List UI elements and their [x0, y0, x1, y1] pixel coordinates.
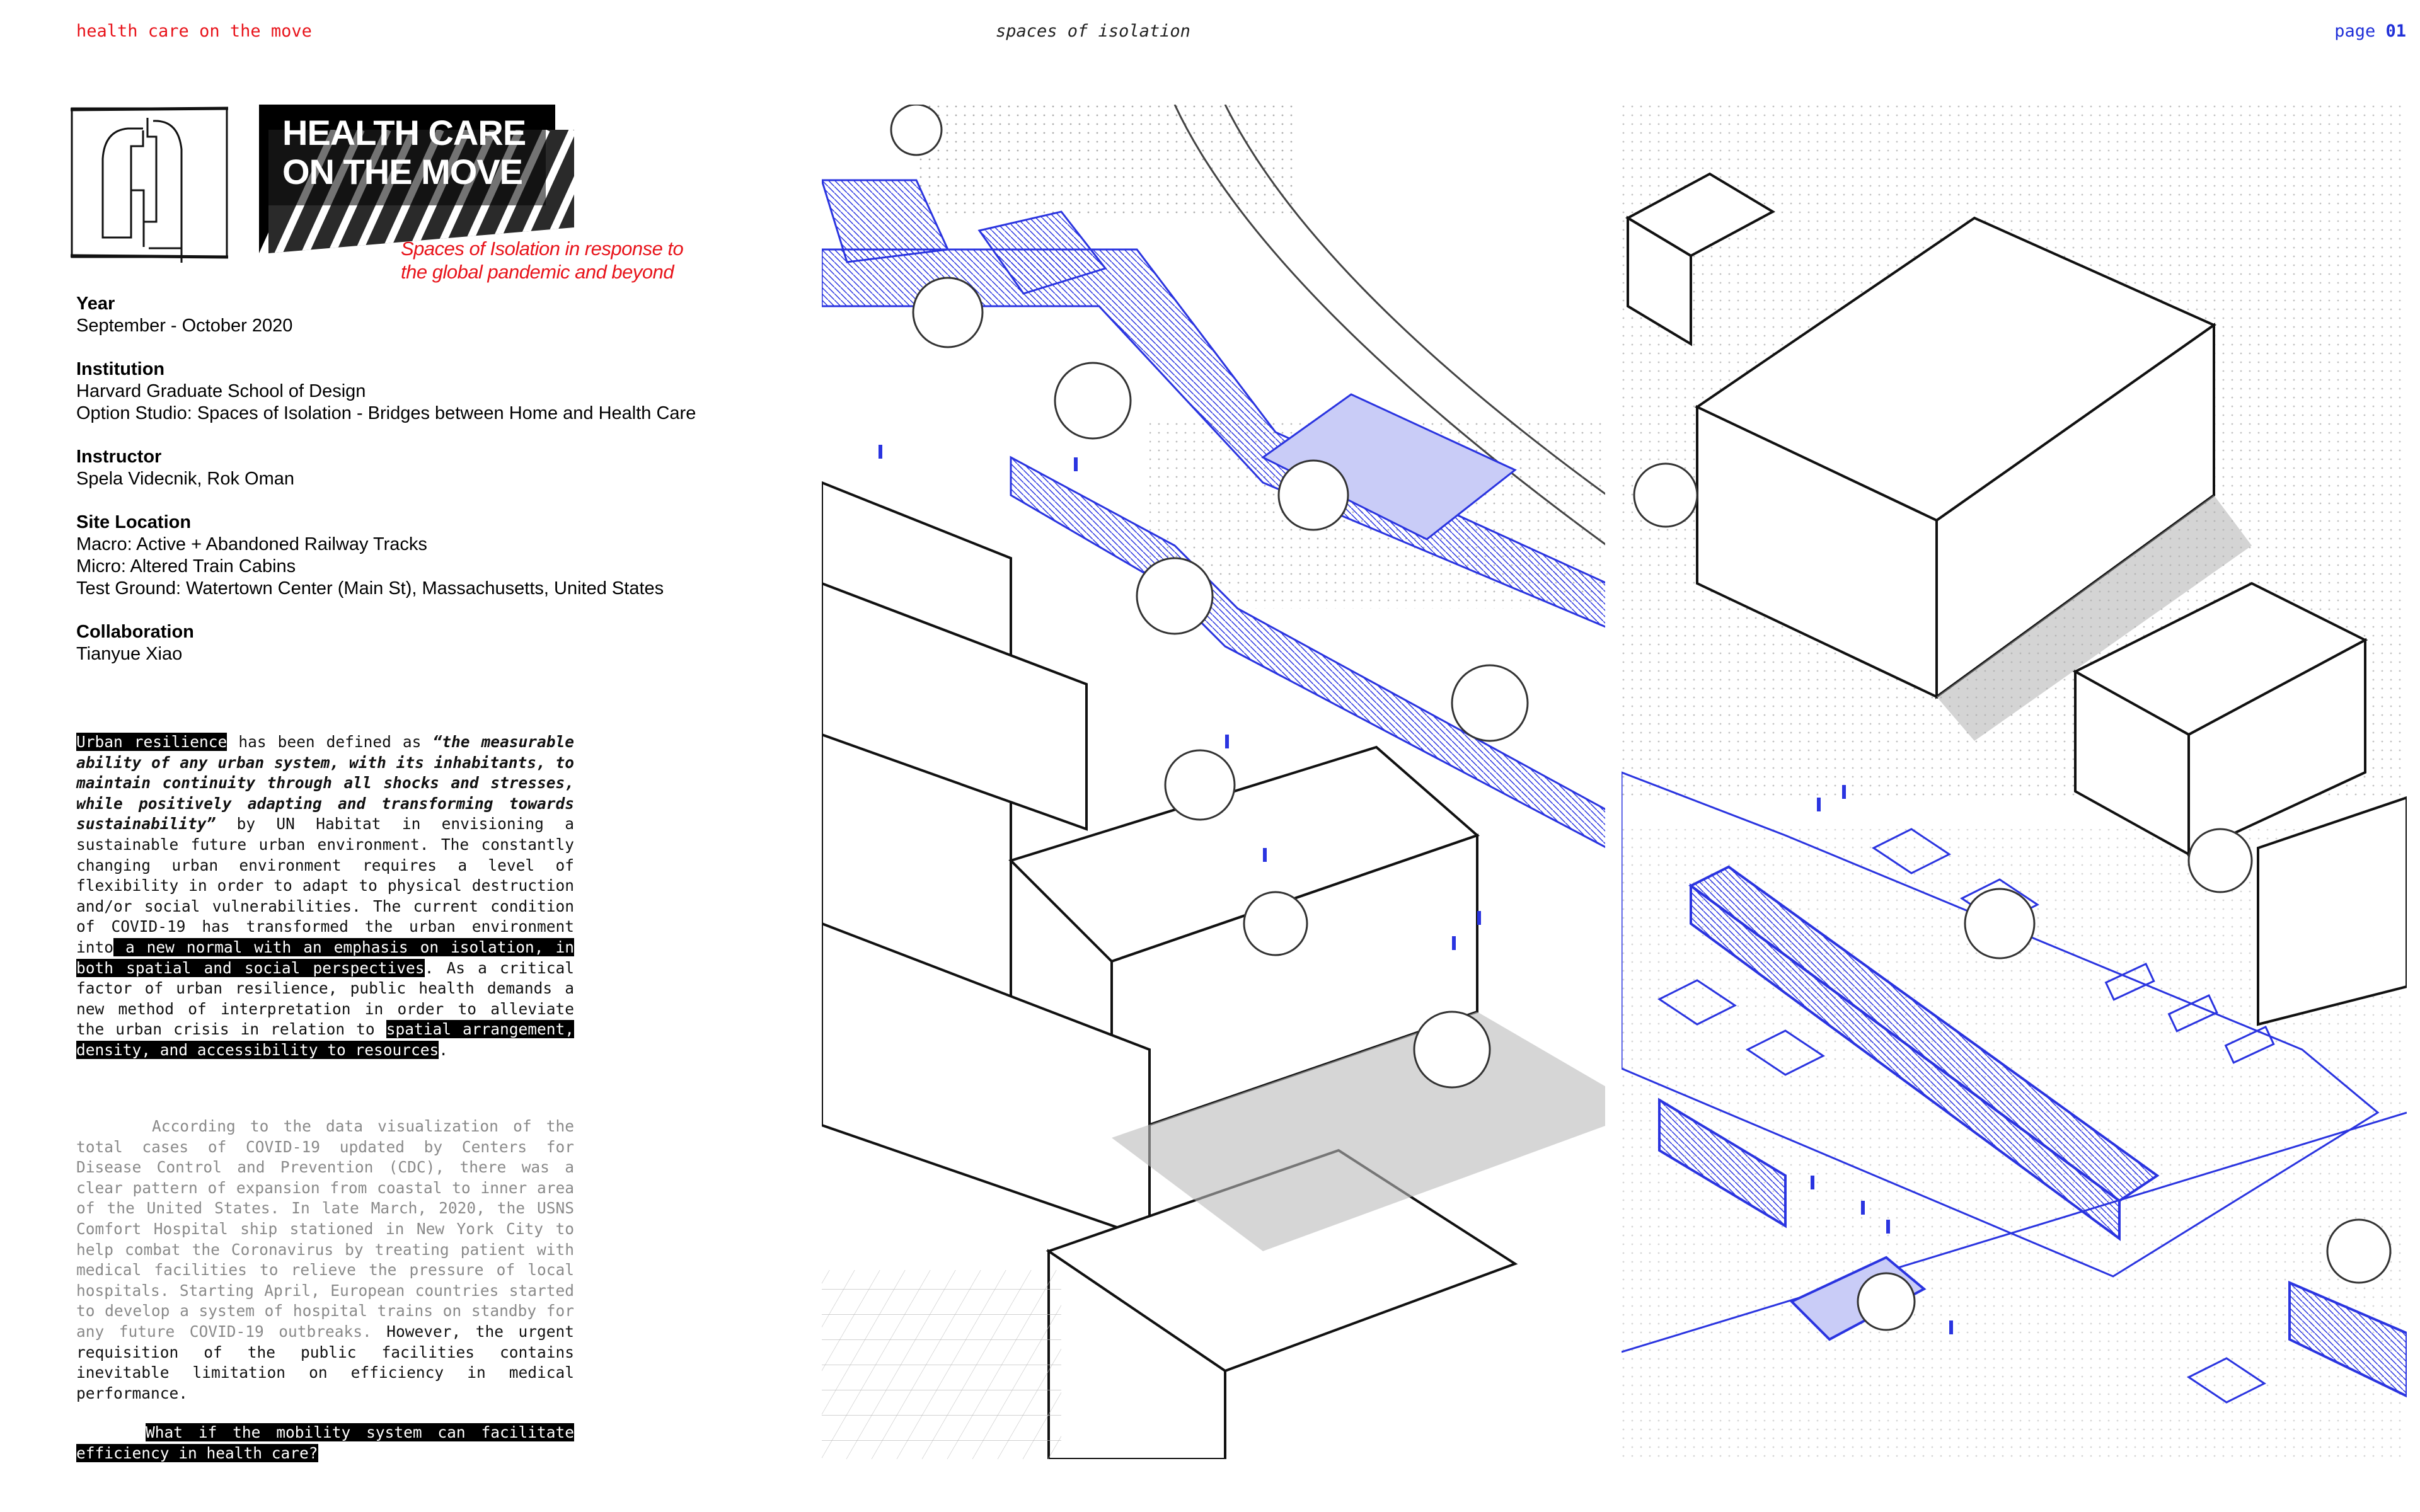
meta-label: Instructor	[76, 447, 162, 467]
page-title: HEALTH CARE ON THE MOVE	[282, 113, 526, 192]
railway-bridge	[822, 179, 1607, 849]
meta-value: Tianyue Xiao	[76, 644, 183, 664]
trees	[1633, 462, 2392, 1331]
meta-label: Site Location	[76, 512, 192, 532]
people	[1811, 785, 1953, 1334]
header-section-title: spaces of isolation	[996, 21, 1190, 41]
axonometric-drawing-left	[822, 105, 1607, 1459]
meta-value: Spela Videcnik, Rok Oman	[76, 469, 295, 489]
text: by UN Habitat in envisioning a sustainab…	[76, 815, 574, 956]
meta-label: Year	[76, 294, 115, 314]
header-page-number: page 01	[2334, 21, 2406, 41]
intro-paragraph: Urban resilience has been defined as “th…	[76, 732, 574, 1061]
subtitle-line-2: the global pandemic and beyond	[401, 261, 674, 283]
site-fence	[1622, 771, 2407, 1353]
meta-value: Option Studio: Spaces of Isolation - Bri…	[76, 403, 696, 423]
text: has been defined as	[227, 733, 433, 751]
meta-value: Macro: Active + Abandoned Railway Tracks	[76, 534, 427, 554]
header-project-name: health care on the move	[76, 21, 312, 41]
people	[879, 445, 1481, 950]
meta-value: Test Ground: Watertown Center (Main St),…	[76, 578, 664, 598]
highlight: What if the mobility system can facilita…	[76, 1423, 574, 1462]
title-graphic	[259, 105, 574, 253]
cars	[2104, 963, 2275, 1064]
sketch-logo-icon	[70, 106, 229, 263]
text: . As a critical factor of urban resilien…	[76, 958, 574, 1039]
quote: “the measurable ability of any urban sys…	[76, 733, 574, 833]
meta-year: Year September - October 2020	[76, 293, 696, 337]
highlight: Urban resilience	[76, 733, 228, 751]
meta-value: Harvard Graduate School of Design	[76, 381, 366, 401]
meta-site: Site Location Macro: Active + Abandoned …	[76, 512, 696, 600]
text: However, the urgent requisition of the p…	[76, 1322, 574, 1402]
research-question: What if the mobility system can facilita…	[76, 1423, 574, 1463]
meta-institution: Institution Harvard Graduate School of D…	[76, 358, 696, 425]
context-paragraph: According to the data visualization of t…	[76, 1116, 574, 1404]
meta-instructor: Instructor Spela Videcnik, Rok Oman	[76, 446, 696, 490]
meta-value: Micro: Altered Train Cabins	[76, 556, 296, 576]
subtitle-line-1: Spaces of Isolation in response to	[401, 238, 684, 260]
text: .	[439, 1040, 449, 1059]
subtitle: Spaces of Isolation in response to the g…	[401, 237, 684, 284]
title-line-2: ON THE MOVE	[282, 152, 523, 192]
page-label: page	[2334, 21, 2376, 41]
meta-collaboration: Collaboration Tianyue Xiao	[76, 621, 696, 665]
trees	[890, 105, 1529, 1089]
meta-label: Institution	[76, 359, 165, 379]
title-line-1: HEALTH CARE	[282, 113, 526, 152]
meta-value: September - October 2020	[76, 316, 293, 336]
buildings	[822, 481, 1518, 1459]
page-number: 01	[2385, 21, 2406, 41]
text: According to the data visualization of t…	[76, 1117, 574, 1341]
meta-label: Collaboration	[76, 622, 194, 642]
axonometric-drawing-right	[1622, 105, 2407, 1459]
project-metadata: Year September - October 2020 Institutio…	[76, 293, 696, 687]
